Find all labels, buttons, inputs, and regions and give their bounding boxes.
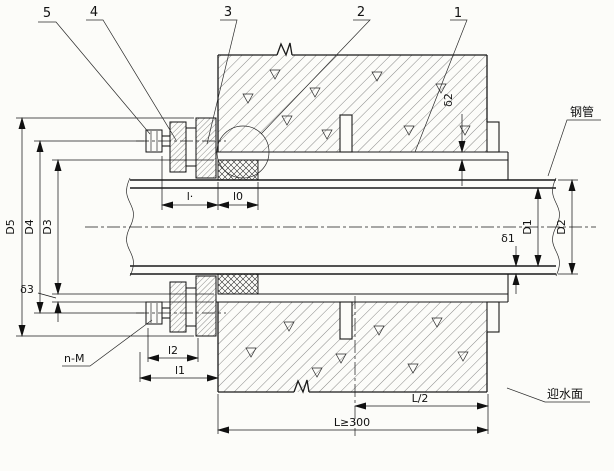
dim-l1: l1: [175, 364, 185, 377]
wing-ring-mid: [339, 114, 353, 340]
part-callouts: 5 4 3 2 1: [38, 5, 468, 153]
dim-D2: D2: [555, 219, 568, 234]
annotations: 钢管 迎水面 n-M: [62, 104, 601, 403]
centerlines: [85, 226, 596, 436]
dim-l2: l2: [168, 344, 178, 357]
bolt-upper: [136, 129, 226, 153]
dim-delta2: δ2: [442, 93, 455, 107]
bolt-spec-label: n-M: [64, 352, 84, 365]
dim-delta3: δ3: [20, 283, 34, 296]
concrete-aggregate-symbols: [242, 69, 471, 378]
dim-D4: D4: [23, 219, 36, 234]
dim-D5: D5: [4, 219, 17, 234]
gland-flange-bolt-assembly: [136, 117, 226, 337]
flange-plate: [169, 121, 187, 173]
water-facing-side-label: 迎水面: [547, 387, 583, 401]
wing-ring-end: [486, 121, 500, 333]
dim-delta1: δ1: [501, 232, 515, 245]
dim-l: l·: [187, 190, 194, 203]
dim-D1: D1: [521, 219, 534, 234]
detail-circle: [216, 125, 270, 179]
dim-L-half: L/2: [412, 392, 429, 405]
steel-pipe: [126, 177, 560, 277]
gland-plate: [195, 117, 217, 179]
dim-D3: D3: [41, 219, 54, 234]
concrete-wall-upper: [217, 42, 488, 152]
callout-5: 5: [43, 6, 51, 21]
callout-4: 4: [90, 5, 98, 20]
callout-3: 3: [224, 5, 232, 20]
dim-l0: l0: [233, 190, 243, 203]
dim-L-min: L≥300: [334, 416, 370, 429]
callout-2: 2: [357, 5, 365, 20]
steel-pipe-label: 钢管: [570, 104, 594, 119]
packing-seal: [217, 159, 259, 295]
dimensions: D5 D4 D3 δ3 D1 D2 δ1 δ2 l· l0 l2 l1: [4, 93, 578, 434]
callout-1: 1: [454, 6, 462, 21]
